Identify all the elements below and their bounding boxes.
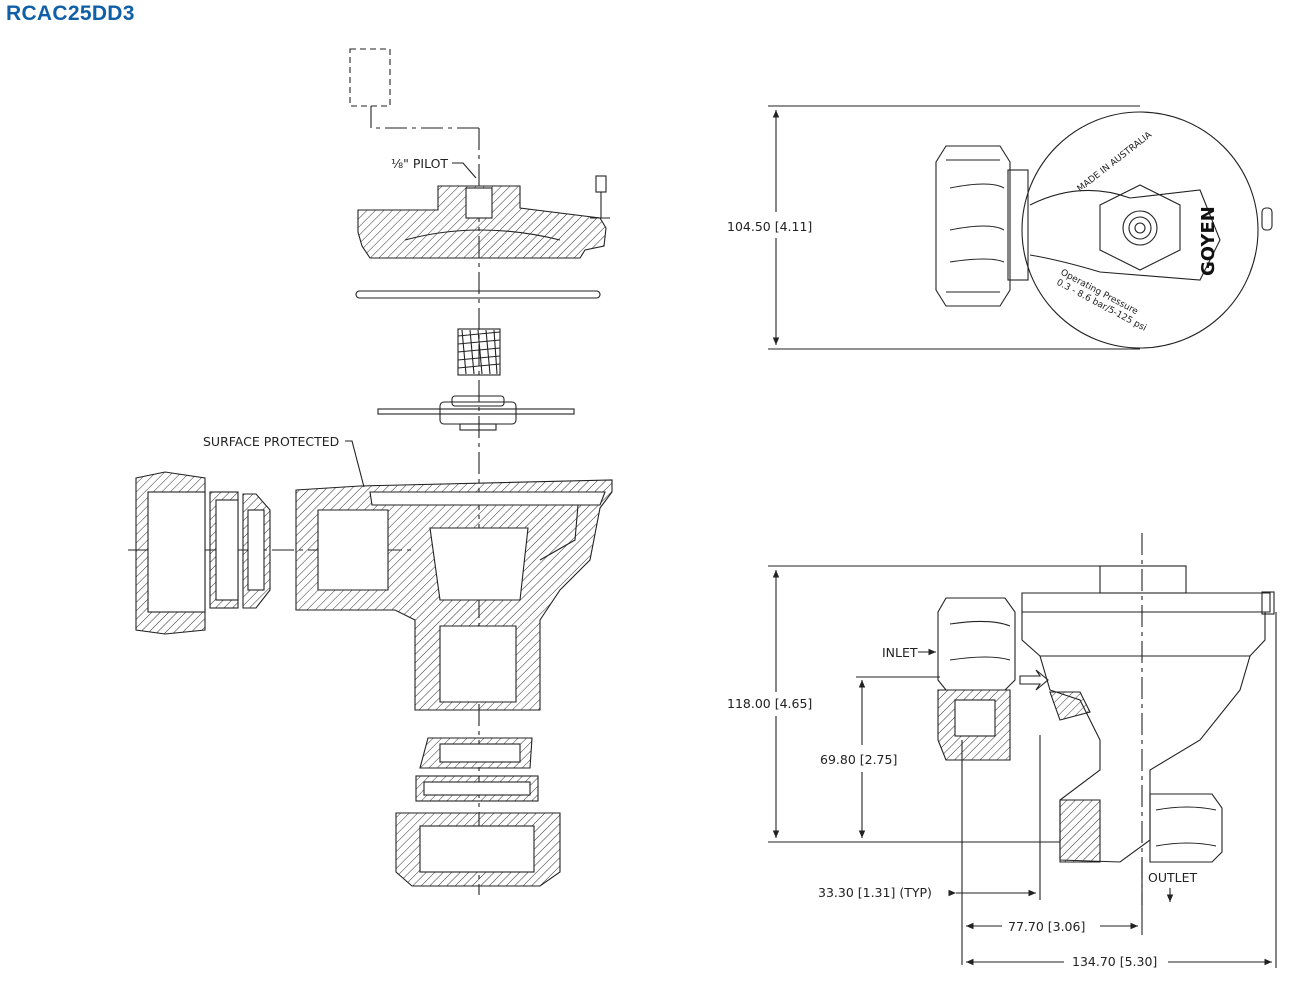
dim-width-top: 104.50 [4.11] (727, 219, 812, 234)
inlet-nut (135, 471, 206, 635)
drawing-title: RCAC25DD3 (6, 2, 135, 25)
diaphragm (377, 395, 575, 431)
dim-inlet-height: 69.80 [2.75] (820, 752, 897, 767)
valve-body (295, 479, 613, 711)
dim-outlet-offset: 77.70 [3.06] (1008, 919, 1085, 934)
inlet-label: INLET (882, 645, 918, 660)
top-view: 104.50 [4.11] MADE IN AUSTRALIA GOYEN Op… (727, 105, 1273, 350)
valve-cover (357, 175, 610, 259)
pilot-label: ⅛" PILOT (391, 156, 448, 171)
spring (457, 328, 501, 376)
dim-typ-offset: 33.30 [1.31] (TYP) (818, 885, 932, 900)
brand-label: GOYEN (1198, 206, 1219, 276)
dim-overall-length: 134.70 [5.30] (1072, 954, 1157, 969)
dim-height-side: 118.00 [4.65] (727, 696, 812, 711)
side-view: INLET OUTLET 118.00 [4.65] 69.80 [2.75] (727, 533, 1277, 969)
made-in-label: MADE IN AUSTRALIA (1076, 130, 1155, 195)
outlet-label: OUTLET (1148, 870, 1197, 885)
exploded-section-view: ⅛" PILOT SURFACE PROTECTED (128, 48, 613, 895)
surface-protected-label: SURFACE PROTECTED (203, 434, 339, 449)
o-ring (355, 290, 601, 299)
